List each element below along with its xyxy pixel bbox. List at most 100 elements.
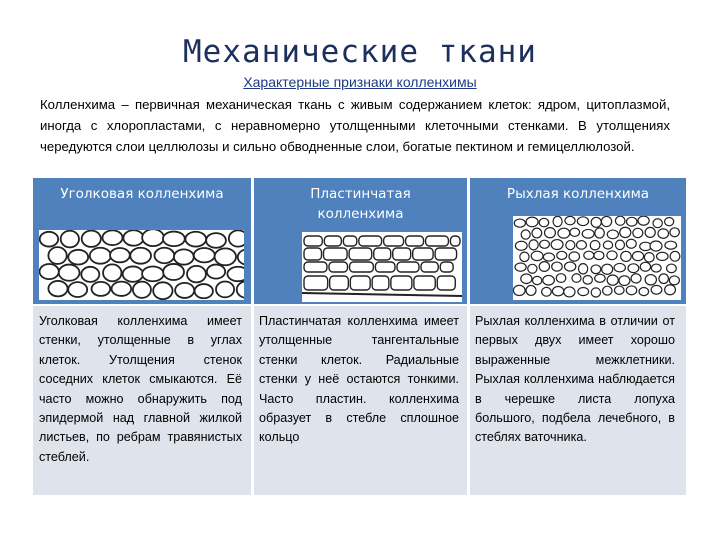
cell-shape — [174, 281, 196, 299]
column-divider — [467, 306, 470, 495]
cell-shape — [121, 265, 144, 283]
cell-shape — [424, 235, 450, 247]
cell-shape — [552, 216, 563, 228]
cell-shape — [652, 218, 663, 229]
cell-shape — [434, 247, 458, 261]
cell-shape — [132, 280, 152, 299]
cell-shape — [173, 248, 195, 266]
cell-shape — [80, 230, 102, 248]
cell-shape — [90, 281, 112, 297]
cell-shape — [404, 235, 425, 247]
cell-shape — [525, 216, 539, 228]
cell-shape — [619, 226, 632, 239]
cell-shape — [539, 239, 550, 249]
cell-shape — [625, 216, 638, 227]
cell-shape — [413, 275, 436, 291]
cell-shape — [373, 247, 392, 261]
cell-shape — [449, 235, 461, 247]
column-body-lamellar — [254, 306, 467, 495]
cell-shape — [669, 227, 680, 238]
cell-shape — [590, 264, 602, 275]
cell-shape — [614, 239, 626, 251]
cell-shape — [657, 228, 670, 239]
cell-shape — [643, 252, 655, 263]
cell-shape — [593, 250, 605, 261]
cell-shape — [600, 216, 613, 228]
column-header-label: Уголковая колленхима — [60, 186, 224, 202]
cell-shape — [382, 235, 405, 247]
cell-shape — [513, 284, 526, 297]
intro-paragraph: Колленхима – первичная механическая ткан… — [40, 97, 670, 154]
cell-shape — [141, 265, 165, 283]
column-header-angular: Уголковая колленхима — [33, 178, 251, 306]
cell-shape — [669, 250, 681, 262]
cell-shape — [541, 286, 552, 297]
cell-shape — [577, 286, 590, 297]
cell-shape — [530, 250, 544, 262]
cell-shape — [303, 235, 324, 247]
cell-shape — [192, 247, 216, 264]
loose-description: Рыхлая колленхима в отличии от первых дв… — [475, 314, 675, 445]
cell-shape — [639, 261, 652, 272]
cell-shape — [649, 240, 663, 252]
cell-shape — [563, 261, 577, 272]
lamellar-collenchyma-image — [302, 232, 462, 302]
cell-shape — [236, 248, 244, 266]
cell-shape — [590, 216, 602, 228]
cell-shape — [555, 273, 567, 284]
cell-shape — [563, 286, 576, 298]
cell-shape — [328, 261, 349, 273]
cell-shape — [215, 280, 236, 299]
cell-shape — [556, 250, 568, 261]
cell-shape — [571, 273, 582, 283]
cell-shape — [349, 275, 371, 291]
collenchyma-table: Уголковая колленхима Пластинчатая коллен… — [33, 178, 686, 495]
cell-shape — [184, 230, 208, 248]
cell-shape — [205, 263, 227, 280]
cell-shape — [594, 227, 605, 239]
cell-shape — [638, 286, 650, 297]
cell-shape — [439, 261, 454, 273]
cell-shape — [650, 263, 662, 273]
cell-shape — [519, 251, 530, 263]
column-body-angular — [33, 306, 251, 495]
cell-shape — [374, 261, 396, 273]
cell-shape — [186, 264, 207, 284]
cell-shape — [564, 216, 576, 226]
cell-shape — [110, 280, 133, 297]
cell-shape — [436, 275, 456, 291]
cell-shape — [557, 227, 571, 239]
cell-shape — [396, 261, 420, 273]
cell-shape — [411, 247, 434, 261]
cell-shape — [668, 275, 680, 286]
cell-shape — [205, 232, 227, 249]
cell-shape — [625, 238, 637, 249]
cell-shape — [658, 273, 670, 285]
cell-shape — [47, 280, 69, 298]
cell-shape — [67, 281, 89, 298]
cell-shape — [601, 263, 614, 275]
cell-shape — [664, 216, 675, 227]
cell-shape — [109, 247, 131, 264]
cell-shape — [655, 251, 669, 262]
cell-shape — [47, 246, 68, 265]
cell-shape — [88, 246, 112, 265]
cell-shape — [358, 235, 383, 247]
cell-shape — [543, 227, 557, 239]
cell-shape — [551, 261, 563, 272]
cell-shape — [371, 275, 390, 291]
cell-shape — [39, 230, 60, 248]
cell-shape — [538, 261, 551, 272]
cell-shape — [590, 287, 602, 298]
cell-shape — [303, 261, 328, 273]
cell-shape — [141, 230, 165, 248]
cell-shape — [227, 230, 244, 248]
cell-shape — [348, 247, 373, 261]
cell-shape — [153, 246, 176, 265]
cell-shape — [632, 227, 644, 239]
cell-shape — [102, 263, 123, 283]
cell-shape — [613, 262, 627, 273]
cell-shape — [664, 284, 677, 296]
cell-shape — [348, 261, 375, 273]
page-title: Механические ткани — [183, 34, 537, 70]
